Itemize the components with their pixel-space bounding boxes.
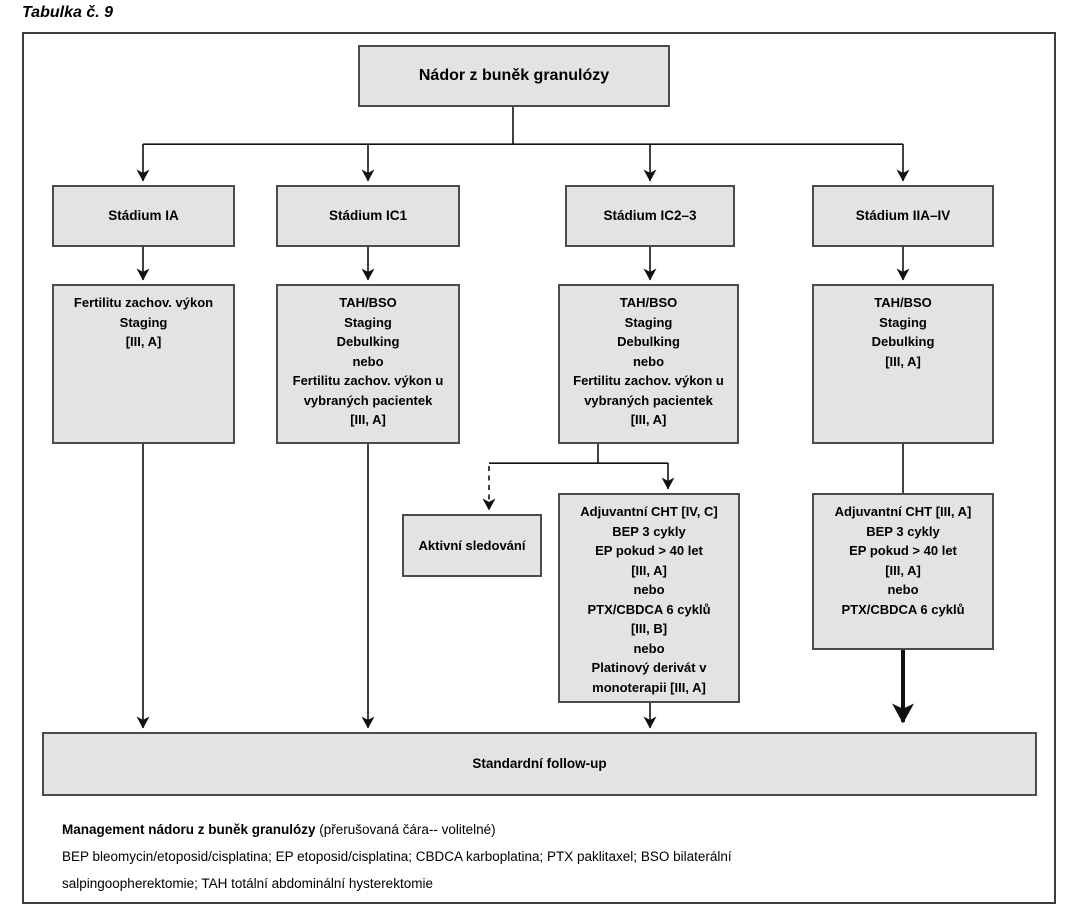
observation-node: Aktivní sledování bbox=[402, 514, 542, 577]
footnote: Management nádoru z buněk granulózy (pře… bbox=[62, 816, 1012, 897]
footnote-legend-rest: (přerušovaná čára-- volitelné) bbox=[315, 822, 496, 837]
root-node-granulosa-tumor: Nádor z buněk granulózy bbox=[358, 45, 670, 107]
figure-title: Tabulka č. 9 bbox=[22, 4, 113, 21]
stage-node-ia: Stádium IA bbox=[52, 185, 235, 247]
followup-node: Standardní follow-up bbox=[42, 732, 1037, 796]
stage-node-ic2-3: Stádium IC2–3 bbox=[565, 185, 735, 247]
figure-frame bbox=[22, 32, 1056, 904]
footnote-abbreviations-line2: salpingoopherektomie; TAH totální abdomi… bbox=[62, 876, 433, 891]
adjuvant-node-iia-iv: Adjuvantní CHT [III, A] BEP 3 cykly EP p… bbox=[812, 493, 994, 650]
surgery-node-ic2-3: TAH/BSO Staging Debulking nebo Fertilitu… bbox=[558, 284, 739, 444]
footnote-legend: Management nádoru z buněk granulózy (pře… bbox=[62, 816, 1012, 843]
surgery-node-iia-iv: TAH/BSO Staging Debulking [III, A] bbox=[812, 284, 994, 444]
adjuvant-node-ic2-3: Adjuvantní CHT [IV, C] BEP 3 cykly EP po… bbox=[558, 493, 740, 703]
stage-node-ic1: Stádium IC1 bbox=[276, 185, 460, 247]
footnote-legend-bold: Management nádoru z buněk granulózy bbox=[62, 822, 316, 837]
connector-lines bbox=[136, 107, 914, 729]
footnote-abbreviations-line1: BEP bleomycin/etoposid/cisplatina; EP et… bbox=[62, 849, 732, 864]
surgery-node-ia: Fertilitu zachov. výkon Staging [III, A] bbox=[52, 284, 235, 444]
stage-node-iia-iv: Stádium IIA–IV bbox=[812, 185, 994, 247]
surgery-node-ic1: TAH/BSO Staging Debulking nebo Fertilitu… bbox=[276, 284, 460, 444]
